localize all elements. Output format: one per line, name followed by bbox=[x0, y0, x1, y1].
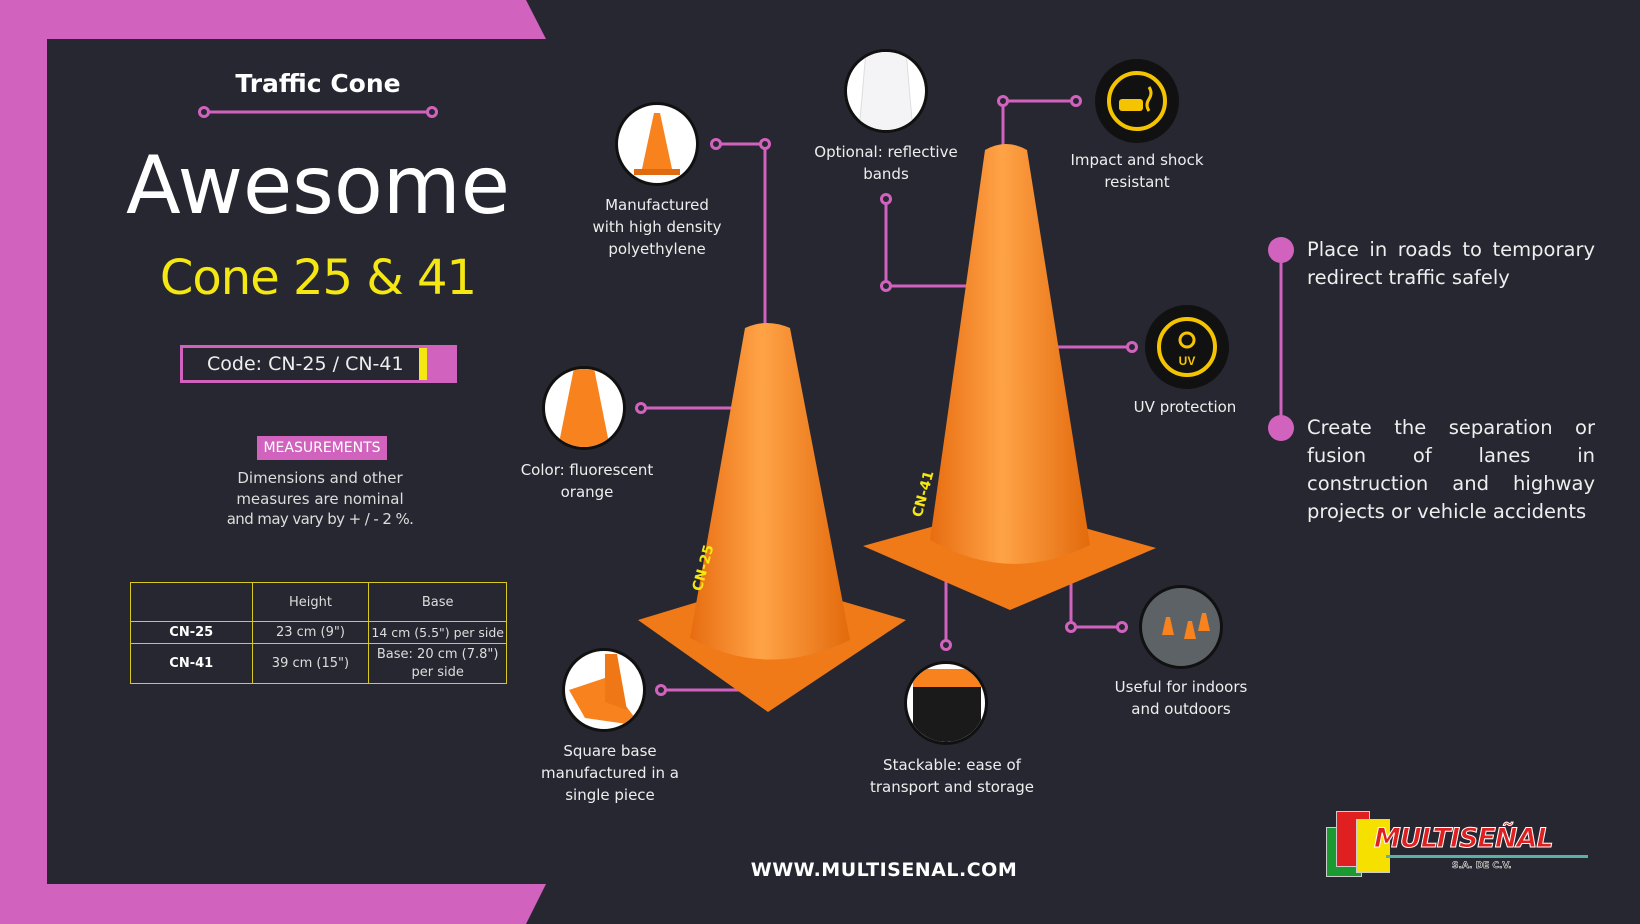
yellow-accent bbox=[419, 348, 427, 380]
caption-line: with high density bbox=[592, 218, 722, 236]
uv-sun-icon: UV bbox=[1145, 305, 1229, 389]
table-cell: CN-41 bbox=[130, 643, 253, 684]
cone-icon bbox=[615, 102, 699, 186]
note-line: measures are nominal bbox=[236, 489, 404, 508]
cone-cn41 bbox=[863, 144, 1156, 610]
caption-line: Square base bbox=[563, 742, 657, 760]
caption-line: Color: fluorescent bbox=[520, 461, 654, 479]
caption-line: UV protection bbox=[1133, 398, 1237, 416]
caption-line: Impact and shock bbox=[1070, 151, 1204, 169]
table-header: Base bbox=[368, 582, 507, 622]
page-title: Awesome bbox=[126, 139, 510, 232]
callout-reflective: Optional: reflective bands bbox=[814, 141, 957, 185]
caption-line: resistant bbox=[1104, 173, 1170, 191]
table-cell: CN-25 bbox=[130, 621, 253, 644]
eyebrow-title: Traffic Cone bbox=[235, 69, 401, 98]
bullet-dot bbox=[1268, 237, 1294, 263]
table-header bbox=[130, 582, 253, 622]
logo-subtext: S.A. DE C.V. bbox=[1452, 861, 1512, 872]
code-badge: Code: CN-25 / CN-41 bbox=[180, 345, 457, 383]
measurements-note: Dimensions and other measures are nomina… bbox=[227, 468, 414, 530]
road-cones-icon bbox=[1139, 585, 1223, 669]
subtitle: Cone 25 & 41 bbox=[159, 250, 477, 306]
callout-base: Square base manufactured in a single piece bbox=[541, 740, 679, 806]
caption-line: orange bbox=[560, 483, 614, 501]
logo-text: MULTISEÑAL bbox=[1374, 823, 1555, 855]
use-item: Create the separation or fusion of lanes… bbox=[1307, 416, 1595, 523]
bullet-dot bbox=[1268, 415, 1294, 441]
uv-badge-text: UV bbox=[1179, 354, 1196, 368]
measurements-label: MEASUREMENTS bbox=[257, 436, 387, 460]
table-cell: 23 cm (9") bbox=[251, 621, 370, 644]
square-base-icon bbox=[562, 648, 646, 732]
table-cell: Base: 20 cm (7.8") per side bbox=[368, 643, 507, 684]
callout-indoor-outdoor: Useful for indoors and outdoors bbox=[1115, 676, 1248, 720]
impact-car-icon bbox=[1095, 59, 1179, 143]
caption-line: manufactured in a bbox=[541, 764, 679, 782]
website-link[interactable]: WWW.MULTISENAL.COM bbox=[750, 859, 1018, 881]
note-line: Dimensions and other bbox=[237, 469, 403, 487]
callout-color: Color: fluorescent orange bbox=[521, 459, 654, 503]
cone-cn25 bbox=[638, 323, 906, 712]
reflective-band-icon bbox=[844, 49, 928, 133]
caption-line: polyethylene bbox=[608, 240, 706, 258]
caption-line: Useful for indoors bbox=[1114, 678, 1248, 696]
caption-line: transport and storage bbox=[869, 778, 1035, 796]
table-header: Height bbox=[251, 582, 370, 622]
caption-line: and outdoors bbox=[1131, 700, 1231, 718]
orange-cone-icon bbox=[542, 366, 626, 450]
table-cell: 14 cm (5.5") per side bbox=[368, 621, 507, 644]
callout-material: Manufactured with high density polyethylen… bbox=[592, 194, 721, 260]
caption-line: Manufactured bbox=[605, 196, 709, 214]
callout-uv: UV protection bbox=[1134, 396, 1237, 418]
code-text: Code: CN-25 / CN-41 bbox=[183, 348, 419, 380]
caption-line: bands bbox=[863, 165, 909, 183]
callout-impact: Impact and shock resistant bbox=[1070, 149, 1203, 193]
caption-line: Optional: reflective bbox=[814, 143, 958, 161]
note-line: and may vary by + / - 2 %. bbox=[226, 510, 414, 528]
use-item: Place in roads to temporary redirect tra… bbox=[1307, 238, 1595, 289]
multisenal-logo: MULTISEÑAL S.A. DE C.V. bbox=[1326, 811, 1591, 877]
caption-line: single piece bbox=[565, 786, 655, 804]
stacked-cones-icon bbox=[904, 661, 988, 745]
callout-stackable: Stackable: ease of transport and storage bbox=[870, 754, 1034, 798]
table-cell: 39 cm (15") bbox=[251, 643, 370, 684]
caption-line: Stackable: ease of bbox=[883, 756, 1021, 774]
